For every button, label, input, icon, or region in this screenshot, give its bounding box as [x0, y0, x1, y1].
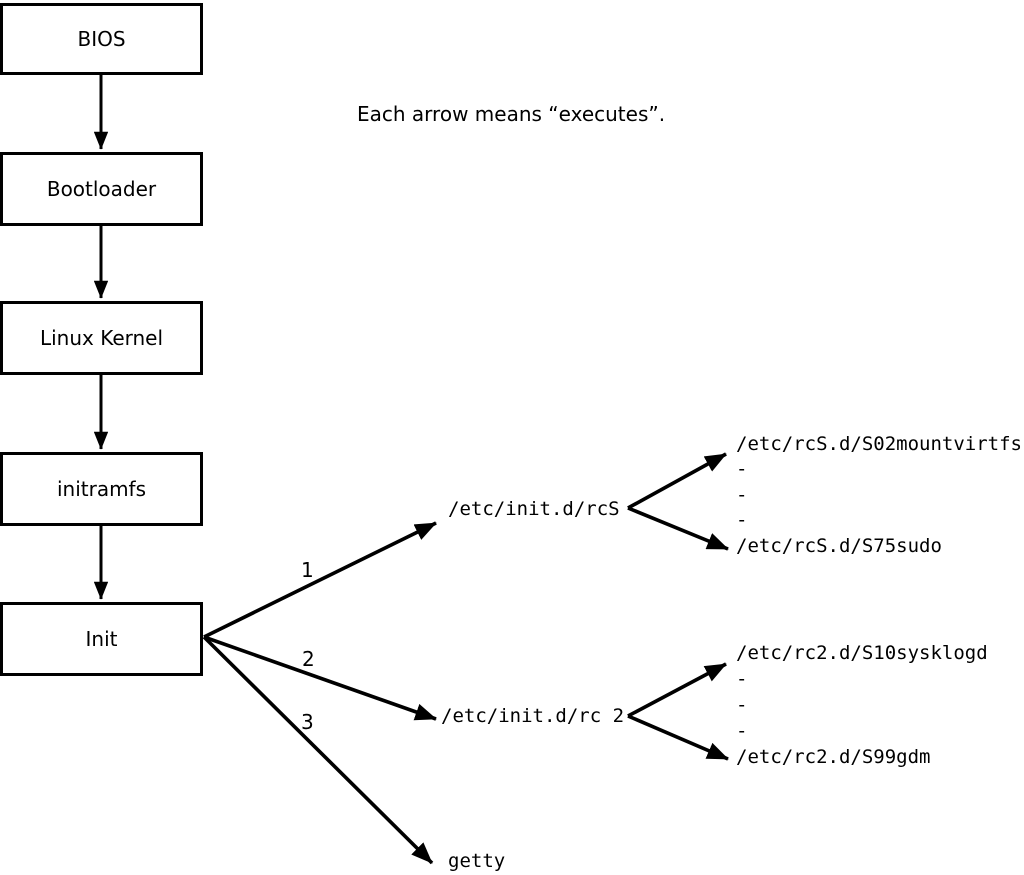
script-item: - [736, 720, 748, 742]
arrow-init-to-rc2 [203, 635, 437, 721]
node-init-label: Init [85, 627, 118, 651]
node-initramfs: initramfs [0, 452, 203, 526]
script-item: - [736, 668, 748, 690]
target-getty-label: getty [448, 850, 506, 872]
node-bootloader-label: Bootloader [46, 177, 157, 201]
legend-note: Each arrow means “executes”. [357, 102, 666, 126]
node-linux-kernel: Linux Kernel [0, 301, 203, 375]
script-item: /etc/rcS.d/S02mountvirtfs [736, 432, 1022, 455]
script-item: /etc/rcS.d/S75sudo [736, 534, 942, 557]
arrow-init-to-getty [202, 635, 434, 865]
rc2-script-list: /etc/rc2.d/S10sysklogd - - - /etc/rc2.d/… [736, 640, 988, 770]
node-linux-kernel-label: Linux Kernel [39, 326, 164, 350]
branch-order-label-2: 2 [302, 647, 315, 671]
node-bios-label: BIOS [77, 27, 126, 51]
arrow-rc2-to-s10 [627, 662, 727, 718]
rcs-script-list: /etc/rcS.d/S02mountvirtfs - - - /etc/rcS… [736, 431, 1022, 559]
arrow-rcs-to-s75 [627, 506, 729, 551]
arrow-rcs-to-s02 [627, 452, 727, 510]
branch-order-label-1: 1 [301, 558, 314, 582]
node-initramfs-label: initramfs [56, 477, 147, 501]
node-bootloader: Bootloader [0, 152, 203, 226]
branch-order-label-3: 3 [301, 710, 314, 734]
arrow-init-to-rcs [203, 521, 437, 639]
script-item: /etc/rc2.d/S99gdm [736, 746, 931, 768]
script-item: /etc/rc2.d/S10sysklogd [736, 642, 988, 664]
node-bios: BIOS [0, 3, 203, 75]
node-init: Init [0, 602, 203, 676]
target-rcs-label: /etc/init.d/rcS [448, 498, 620, 520]
arrow-rc2-to-s99 [627, 714, 729, 761]
target-rc2-label: /etc/init.d/rc 2 [441, 705, 625, 727]
script-item: - [736, 458, 748, 481]
script-item: - [736, 509, 748, 532]
script-item: - [736, 694, 748, 716]
script-item: - [736, 483, 748, 506]
